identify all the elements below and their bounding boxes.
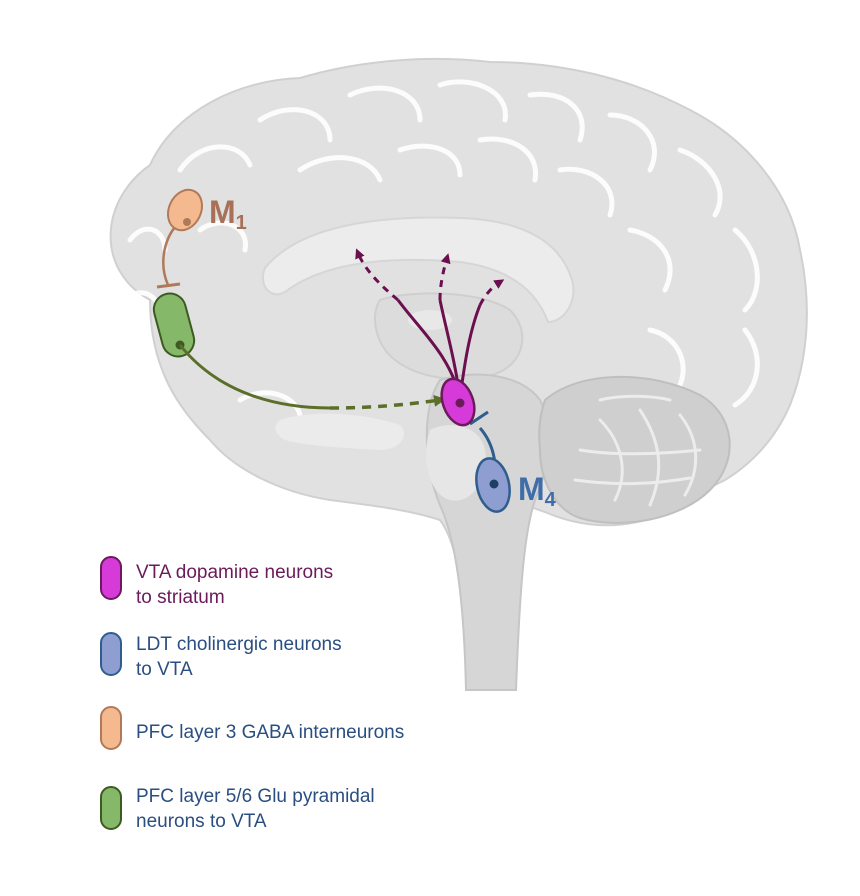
gaba-swatch	[100, 706, 122, 750]
ldt-inhibitory-bar	[469, 410, 489, 426]
m1-letter: M	[209, 194, 236, 230]
m4-letter: M	[518, 471, 545, 507]
ldt-swatch	[100, 632, 122, 676]
m1-subscript: 1	[235, 212, 247, 234]
ldt-neuron-dot	[489, 479, 499, 489]
vta-swatch	[100, 556, 122, 600]
gaba-neuron-body	[166, 188, 204, 232]
gaba-neuron-dot	[183, 218, 191, 226]
gyri-texture	[122, 79, 760, 418]
legend-label-gaba: PFC layer 3 GABA interneurons	[136, 722, 405, 743]
m4-subscript: 4	[544, 489, 556, 511]
glu-projection-dashed	[329, 394, 446, 410]
vta-neuron-dot	[455, 398, 465, 408]
cerebellum	[538, 375, 731, 524]
glu-neuron-body	[152, 292, 196, 358]
vta-projections-dashed	[355, 248, 505, 306]
legend-label-glu: PFC layer 5/6 Glu pyramidal neurons to V…	[136, 786, 375, 832]
cerebellum-folia	[573, 394, 702, 507]
m1-receptor-label: M1	[209, 196, 247, 233]
orbital-region	[275, 413, 404, 450]
m4-receptor-label: M4	[518, 473, 556, 510]
legend-label-vta: VTA dopamine neurons to striatum	[136, 562, 334, 608]
glu-projection-solid	[178, 344, 331, 410]
corpus-callosum	[262, 216, 575, 324]
gaba-inhibitory-bar	[156, 282, 181, 289]
pons	[426, 425, 486, 501]
glu-swatch	[100, 786, 122, 830]
legend-label-ldt: LDT cholinergic neurons to VTA	[136, 634, 342, 680]
